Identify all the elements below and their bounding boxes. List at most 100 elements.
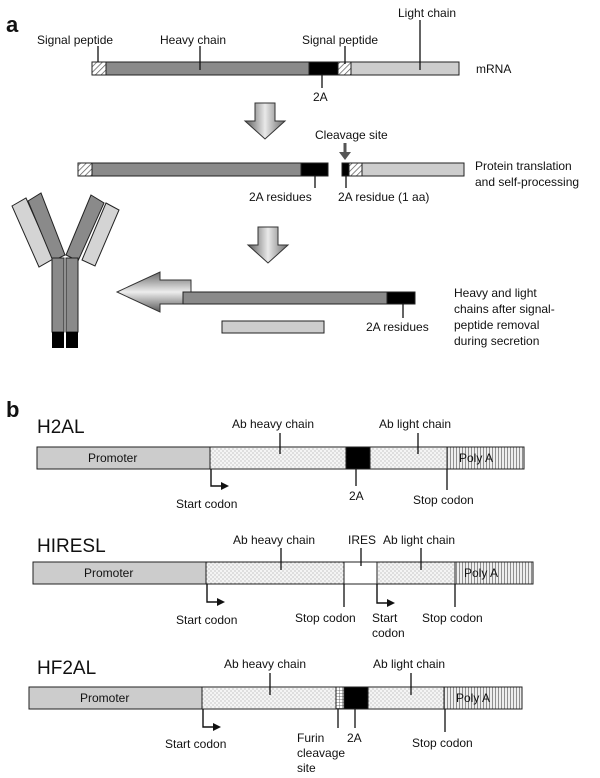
start-arrow-shaft (210, 469, 222, 487)
stop-codon-label: Stop codon (413, 493, 474, 507)
secretion-label-3: peptide removal (454, 318, 539, 332)
heavy-chain-segment (209, 446, 347, 470)
two-a-label: 2A (347, 731, 362, 745)
two-a-segment (308, 61, 339, 76)
promoter-label: Promoter (84, 566, 133, 580)
construct-h2al: H2AL Promoter Poly A Ab heavy chain Ab l… (36, 417, 525, 511)
two-a-segment (345, 446, 371, 470)
furin-label-1: Furin (297, 731, 324, 745)
heavy-chain-label: Ab heavy chain (233, 533, 315, 547)
left-arrow-icon (115, 271, 192, 313)
stop-codon-label-1: Stop codon (295, 611, 356, 625)
stop-codon-label: Stop codon (412, 736, 473, 750)
two-a-residues-label-2: 2A residues (366, 320, 429, 334)
start-arrow-shaft (202, 709, 214, 728)
two-a-segment (343, 686, 369, 710)
furin-label-3: site (297, 761, 316, 775)
poly-a-segment (446, 446, 525, 470)
light-chain-segment (376, 561, 456, 585)
poly-a-segment (443, 686, 523, 710)
heavy-chain-label: Ab heavy chain (224, 657, 306, 671)
secreted-two-a (386, 291, 416, 305)
light-chain-segment (369, 446, 448, 470)
furin-label-2: cleavage (297, 746, 345, 760)
antibody-light-chain-right (81, 202, 120, 267)
antibody-heavy-stem-right (65, 257, 79, 333)
antibody-two-a-right (66, 332, 78, 348)
secreted-light-chain (221, 320, 325, 334)
two-a-residue-one-label: 2A residue (1 aa) (338, 190, 429, 204)
panel-a-letter: a (6, 12, 19, 37)
light-chain-segment (350, 61, 460, 76)
start-codon-label: Start codon (165, 737, 226, 751)
poly-a-label: Poly A (456, 691, 490, 705)
cleavage-site-label: Cleavage site (315, 128, 388, 142)
light-chain-label: Ab light chain (379, 417, 451, 431)
light-chain-label: Light chain (398, 6, 456, 20)
heavy-chain-segment (105, 61, 310, 76)
panel-a: a Signal peptide Heavy chain Signal pept… (6, 6, 579, 348)
start-arrow-shaft (206, 584, 218, 603)
start-arrow-icon (213, 723, 221, 731)
two-a-residues-label: 2A residues (249, 190, 312, 204)
translated-signal-heavy (77, 162, 93, 177)
antibody-heavy-stem-left (51, 257, 65, 333)
start2-arrow-icon (387, 599, 395, 607)
antibody-illustration (11, 192, 120, 348)
poly-a-label: Poly A (459, 451, 493, 465)
heavy-chain-segment (201, 686, 337, 710)
panel-b-letter: b (6, 397, 19, 422)
light-chain-segment (367, 686, 445, 710)
antibody-two-a-left (52, 332, 64, 348)
heavy-chain-label: Ab heavy chain (232, 417, 314, 431)
furin-site-segment (335, 686, 345, 710)
translation-label-2: and self-processing (475, 175, 579, 189)
start-arrow-icon (217, 598, 225, 606)
construct-name: H2AL (37, 417, 85, 438)
signal-peptide-label-1: Signal peptide (37, 33, 113, 47)
signal-peptide-heavy-segment (91, 61, 107, 76)
light-chain-label: Ab light chain (373, 657, 445, 671)
poly-a-label: Poly A (464, 566, 498, 580)
two-a-label: 2A (349, 489, 364, 503)
translated-signal-light (348, 162, 363, 177)
down-arrow-icon (243, 102, 287, 140)
start2-label-1: Start (372, 611, 398, 625)
down-arrow-icon (246, 226, 290, 264)
light-chain-label: Ab light chain (383, 533, 455, 547)
two-a-label: 2A (313, 90, 328, 104)
secretion-label-2: chains after signal- (454, 302, 555, 316)
translated-two-a (300, 162, 329, 177)
start2-label-2: codon (372, 626, 405, 640)
construct-hf2al: HF2AL Promoter Poly A Ab heavy chain Ab … (28, 657, 523, 775)
start-codon-label: Start codon (176, 497, 237, 511)
mrna-label: mRNA (476, 62, 511, 76)
start-arrow-icon (221, 482, 229, 490)
construct-hiresl: HIRESL Promoter Poly A Ab heavy chain IR… (32, 533, 534, 640)
secreted-heavy-chain (182, 291, 388, 305)
translated-light-chain (361, 162, 465, 177)
poly-a-segment (454, 561, 534, 585)
construct-name: HIRESL (37, 536, 106, 557)
translated-two-a-single-residue (341, 162, 350, 177)
stop-codon-label-2: Stop codon (422, 611, 483, 625)
start-codon-label: Start codon (176, 613, 237, 627)
panel-b: b H2AL Promoter Poly A Ab heavy chain Ab… (6, 397, 534, 775)
promoter-label: Promoter (88, 451, 137, 465)
heavy-chain-label: Heavy chain (160, 33, 226, 47)
signal-peptide-label-2: Signal peptide (302, 33, 378, 47)
promoter-label: Promoter (80, 691, 129, 705)
secretion-label-1: Heavy and light (454, 286, 537, 300)
translated-heavy-chain (91, 162, 302, 177)
mrna-bar (91, 61, 460, 76)
cleavage-arrow-icon (339, 152, 351, 160)
antibody-heavy-arm-left (27, 192, 66, 262)
heavy-chain-segment (205, 561, 345, 585)
construct-name: HF2AL (37, 658, 96, 679)
ires-label: IRES (348, 533, 376, 547)
start2-arrow-shaft (376, 584, 388, 604)
secretion-label-4: during secretion (454, 334, 539, 348)
translation-label-1: Protein translation (475, 159, 572, 173)
translated-protein-bar (77, 162, 465, 177)
